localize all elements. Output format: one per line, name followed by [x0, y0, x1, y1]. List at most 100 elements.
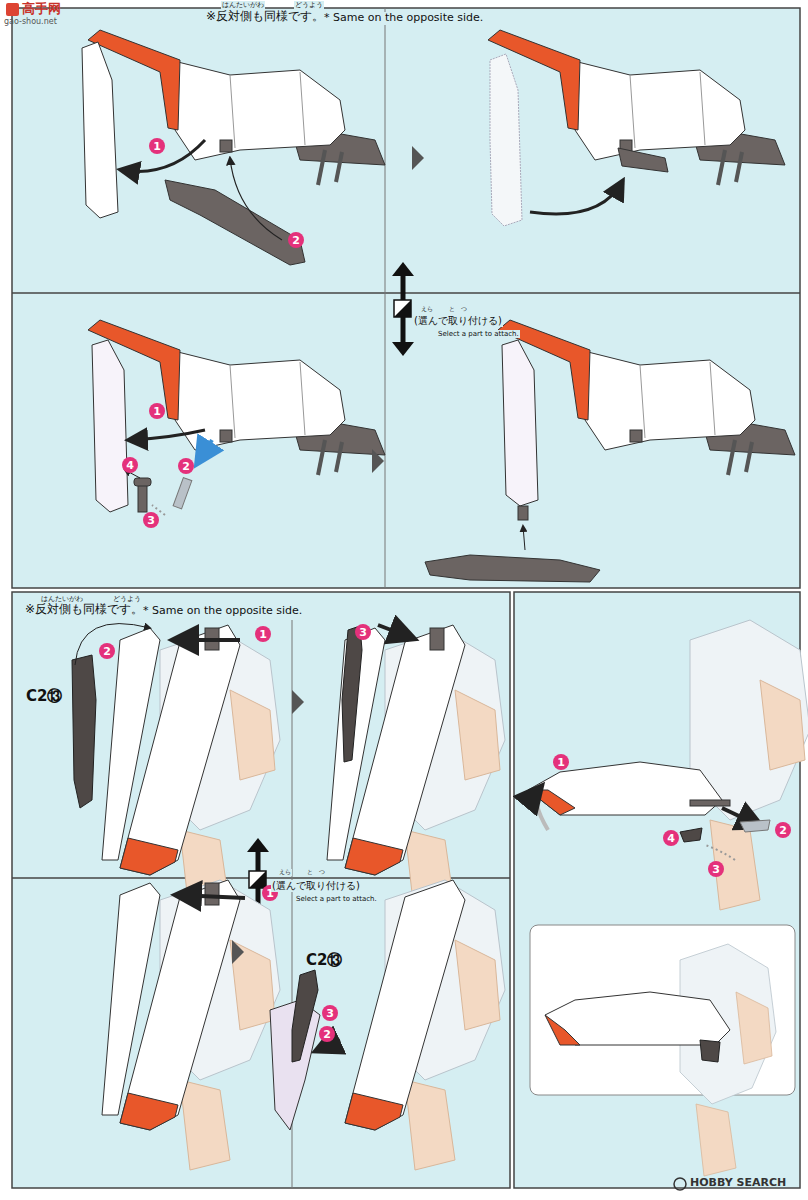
select-note: Select a part to attach. — [295, 895, 378, 903]
callout-text: 4 — [667, 833, 675, 844]
callout-number: 4 — [663, 830, 679, 846]
art-polygon — [502, 340, 538, 506]
art-use — [690, 620, 808, 910]
art-use — [488, 30, 785, 185]
furigana: つ — [460, 306, 468, 313]
callout-number: 2 — [775, 822, 791, 838]
art-polygon — [394, 300, 411, 317]
step-chevron — [292, 690, 304, 714]
select-note: (選んで取り付ける) — [413, 315, 503, 327]
art-path — [75, 624, 150, 665]
art-polygon — [82, 42, 118, 218]
callout-text: 1 — [153, 141, 161, 152]
art-polygon — [490, 54, 522, 226]
callout-number: 1 — [255, 626, 271, 642]
art-line — [178, 895, 245, 898]
art-polygon — [425, 555, 600, 582]
art-polygon — [528, 762, 722, 815]
note-text: ※反対側も同様です。 — [205, 10, 325, 24]
art-use — [88, 30, 385, 185]
art-polygon — [545, 992, 730, 1045]
callout-number: 2 — [288, 232, 304, 248]
callout-number: 2 — [99, 643, 115, 659]
callout-number: 1 — [553, 754, 569, 770]
callout-text: 1 — [153, 406, 161, 417]
art-polygon — [680, 828, 702, 842]
step-chevron — [412, 146, 424, 170]
art-line — [175, 638, 240, 642]
note-text: * Same on the opposite side. — [323, 12, 484, 25]
select-note: Select a part to attach. — [437, 330, 520, 338]
art-use — [102, 625, 240, 875]
art-use — [327, 625, 465, 875]
furigana: と — [306, 869, 314, 876]
callout-text: 2 — [182, 461, 190, 472]
art-polygon — [165, 180, 305, 265]
furigana: えら — [420, 306, 434, 313]
callout-text: 2 — [779, 825, 787, 836]
art-polygon — [618, 148, 668, 172]
watermark: HOBBY SEARCH — [690, 1177, 786, 1190]
art-polygon — [72, 655, 96, 808]
callout-number: 4 — [122, 457, 138, 473]
art-polygon — [92, 340, 128, 512]
select-icon — [249, 871, 266, 888]
panel — [12, 592, 510, 1188]
furigana: はんたいがわ — [221, 1, 265, 9]
callout-text: 2 — [103, 646, 111, 657]
art-path — [705, 845, 735, 860]
callout-number: 3 — [322, 1005, 338, 1021]
art-rect — [518, 506, 528, 520]
note-text: ※反対側も同様です。 — [24, 603, 144, 617]
part-number: C2⑬ — [306, 952, 342, 969]
art-polygon — [740, 820, 770, 832]
art-polygon — [392, 342, 414, 356]
art-use — [680, 944, 776, 1176]
art-polygon — [392, 262, 414, 276]
callout-text: 4 — [126, 460, 134, 471]
art-rect — [134, 478, 151, 486]
art-polygon — [700, 1040, 720, 1062]
logo — [6, 3, 19, 16]
art-line — [198, 440, 212, 462]
art-use — [102, 880, 240, 1130]
art-polygon — [292, 970, 318, 1062]
art-path — [530, 182, 622, 214]
art-path — [230, 158, 282, 240]
art-line — [523, 526, 525, 550]
callout-text: 2 — [292, 235, 300, 246]
callout-number: 3 — [355, 624, 371, 640]
watermark: 高手网 — [22, 2, 61, 17]
callout-number: 1 — [149, 138, 165, 154]
furigana: どうよう — [112, 595, 142, 603]
divider — [385, 8, 386, 588]
panel — [12, 8, 800, 588]
callout-text: 3 — [147, 515, 155, 526]
art-use — [88, 320, 385, 475]
callout-text: 3 — [712, 864, 720, 875]
callout-text: 2 — [323, 1029, 331, 1040]
furigana: えら — [278, 869, 292, 876]
callout-number: 2 — [319, 1026, 335, 1042]
art-polygon — [545, 1015, 580, 1045]
callout-text: 3 — [326, 1008, 334, 1019]
callout-text: 1 — [557, 757, 565, 768]
part-number: C2⑬ — [26, 688, 62, 705]
callout-number: 2 — [178, 458, 194, 474]
art-line — [378, 625, 412, 638]
step-chevron — [232, 940, 244, 964]
step-chevron — [372, 449, 384, 473]
art-path — [536, 788, 548, 830]
callout-number: 3 — [143, 512, 159, 528]
note-text: * Same on the opposite side. — [142, 605, 303, 618]
watermark: gao-shou.net — [4, 17, 57, 26]
logo — [674, 1178, 686, 1190]
art-path — [130, 430, 205, 440]
art-polygon — [345, 880, 465, 1130]
callout-text: 3 — [359, 627, 367, 638]
furigana: と — [448, 306, 456, 313]
callout-number: 3 — [708, 861, 724, 877]
art-rect — [173, 478, 192, 509]
select-note: (選んで取り付ける) — [271, 880, 361, 892]
